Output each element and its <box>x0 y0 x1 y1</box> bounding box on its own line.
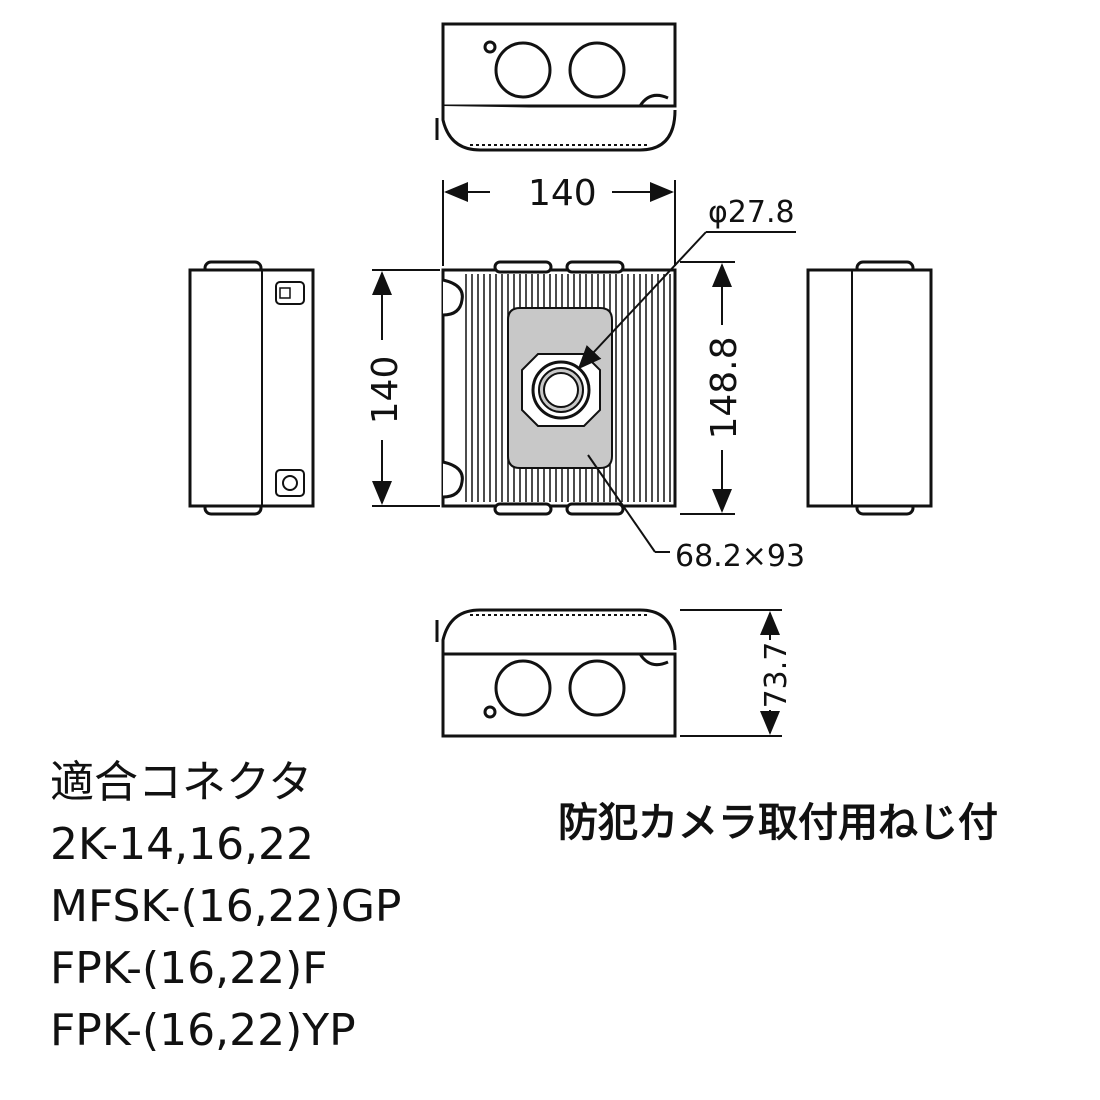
bottom-dimensions <box>680 609 782 737</box>
front-dimensions <box>372 180 796 553</box>
knockout-hole <box>494 41 552 99</box>
dim-depth: 73.7 <box>759 642 794 709</box>
bottom-view <box>435 608 677 738</box>
dim-height: 140 <box>365 356 406 425</box>
connector-item: FPK-(16,22)F <box>50 943 328 994</box>
dim-plate-size: 68.2×93 <box>675 539 805 574</box>
knockout-hole <box>494 659 552 717</box>
connector-item: FPK-(16,22)YP <box>50 1005 356 1056</box>
knockout-hole <box>568 659 626 717</box>
left-view <box>188 260 315 516</box>
front-view <box>441 260 677 516</box>
top-view <box>435 22 677 152</box>
compatible-connectors: 適合コネクタ 2K-14,16,22 MFSK-(16,22)GP FPK-(1… <box>50 752 401 1062</box>
dim-overall-height: 148.8 <box>704 336 745 439</box>
right-view <box>806 260 933 516</box>
feature-note: 防犯カメラ取付用ねじ付 <box>558 800 998 846</box>
connectors-heading: 適合コネクタ <box>50 757 313 808</box>
knockout-hole <box>568 41 626 99</box>
dim-hole-diameter: φ27.8 <box>708 195 795 230</box>
connector-item: 2K-14,16,22 <box>50 819 315 870</box>
connector-item: MFSK-(16,22)GP <box>50 881 402 932</box>
dim-width: 140 <box>528 173 597 214</box>
